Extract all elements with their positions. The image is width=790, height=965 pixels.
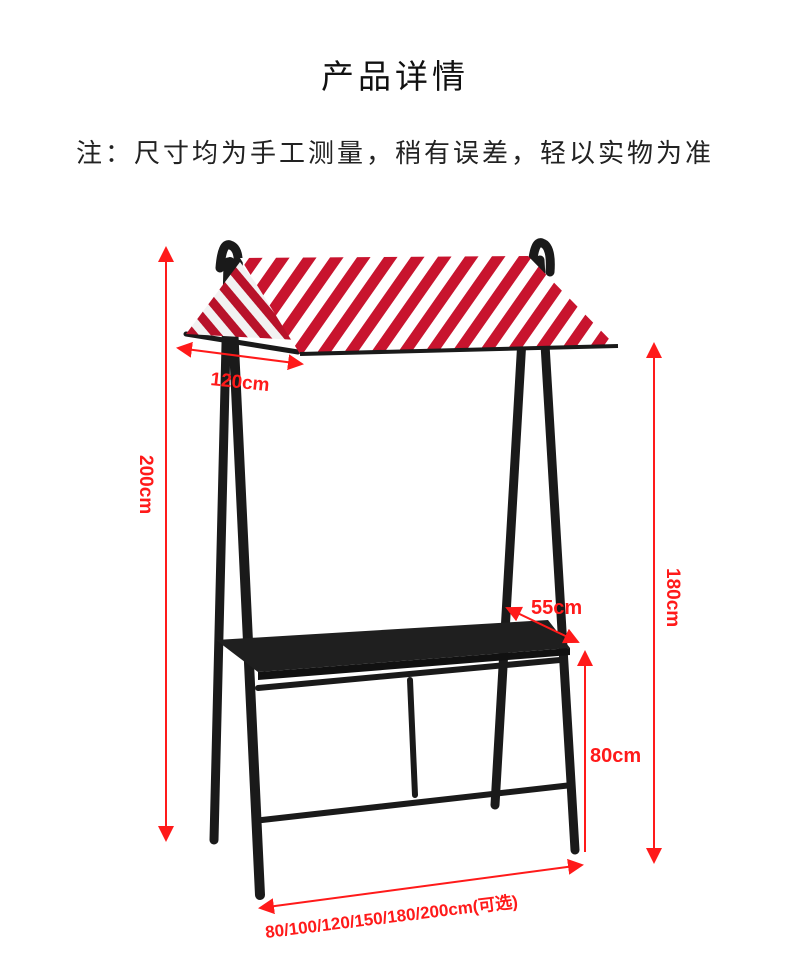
dim-shelf-depth: 55cm bbox=[531, 597, 582, 619]
awning-canopy bbox=[240, 256, 616, 354]
dim-awning-front-height: 180cm bbox=[662, 568, 683, 627]
awning-side-panel bbox=[186, 262, 298, 340]
dimension-lines bbox=[158, 246, 662, 915]
dim-awning-depth: 120cm bbox=[209, 369, 270, 396]
dim-total-height: 200cm bbox=[135, 455, 156, 514]
page-title: 产品详情 bbox=[321, 57, 469, 96]
dim-shelf-height: 80cm bbox=[590, 745, 641, 767]
measurement-note: 注：尺寸均为手工测量，稍有误差，轻以实物为准 bbox=[75, 139, 714, 169]
dim-width-options: 80/100/120/150/180/200cm(可选) bbox=[264, 892, 519, 942]
shelf-board bbox=[216, 620, 570, 672]
